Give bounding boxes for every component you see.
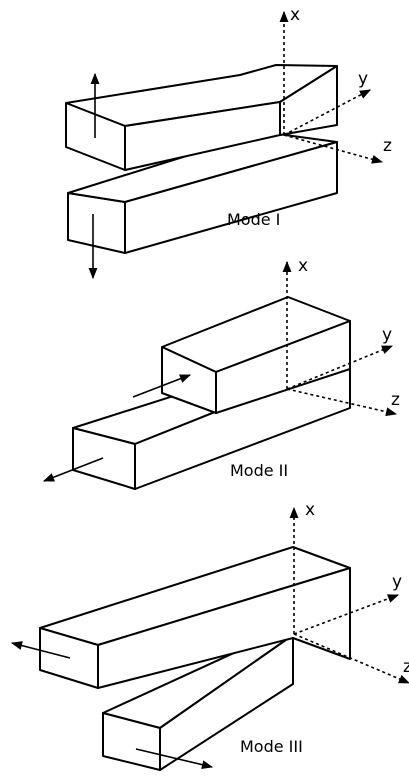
mode-2-y-label: y: [382, 325, 392, 345]
mode-3-panel: x y z Mode III: [10, 500, 409, 771]
mode-3-label: Mode III: [240, 737, 303, 756]
mode-3-upper-beam: [39, 546, 351, 689]
mode-3-y-label: y: [392, 572, 402, 592]
mode-1-axes: x y z: [279, 5, 392, 164]
mode-3-lower-beam: [102, 634, 294, 771]
mode-2-backward-arrow: [42, 457, 104, 482]
mode-1-panel: x y z Mode I: [65, 5, 392, 280]
mode-3-axes: x y z: [289, 500, 409, 684]
mode-2-label: Mode II: [230, 461, 288, 480]
mode-2-panel: x y z Mode II: [42, 256, 400, 490]
mode-2-forward-arrow: [132, 374, 192, 398]
mode-1-lower-beam: [67, 131, 338, 254]
mode-3-z-label: z: [403, 657, 409, 677]
mode-1-y-label: y: [358, 69, 368, 89]
mode-1-z-label: z: [383, 136, 392, 156]
mode-1-label: Mode I: [227, 210, 280, 229]
mode-3-x-label: x: [305, 500, 315, 520]
mode-3-right-arrow: [135, 748, 214, 770]
mode-1-x-label: x: [290, 5, 300, 25]
mode-2-z-label: z: [391, 390, 400, 410]
mode-2-axes: x y z: [282, 256, 400, 417]
mode-2-x-label: x: [298, 256, 308, 276]
mode-3-left-arrow: [10, 641, 71, 659]
